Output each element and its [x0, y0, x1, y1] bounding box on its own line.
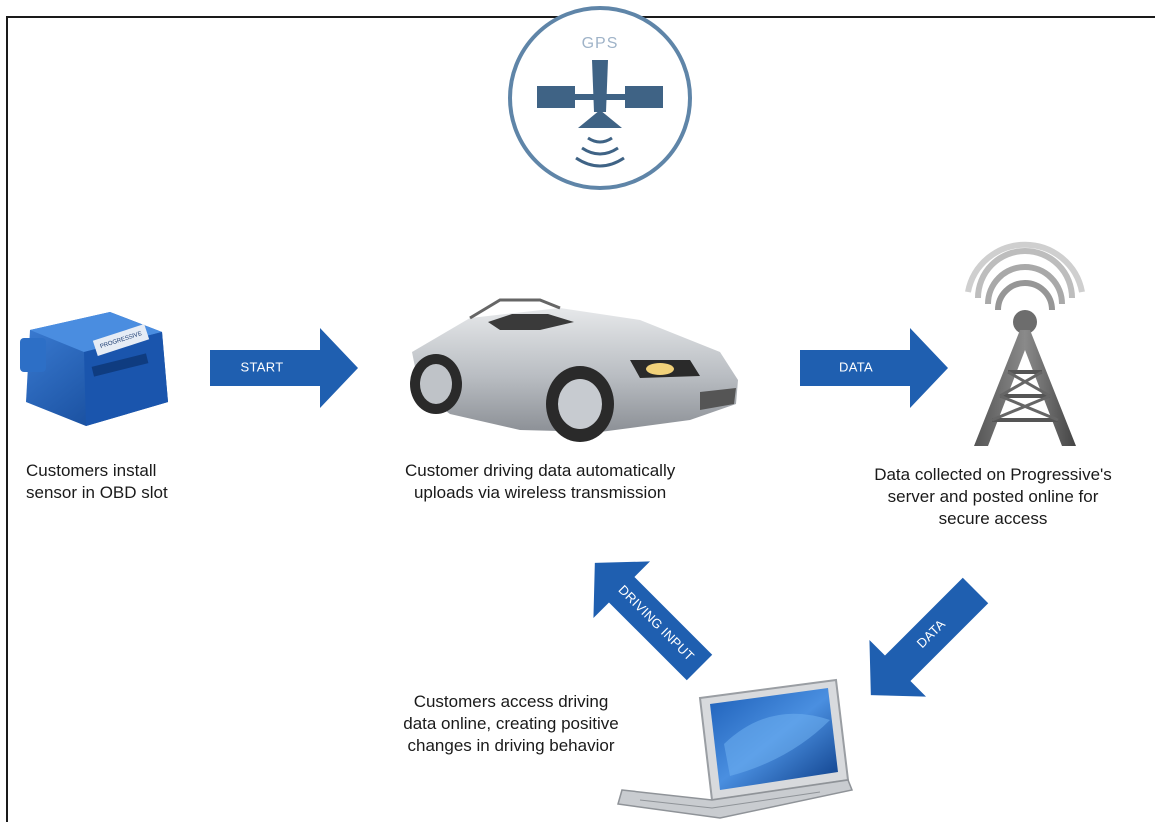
radio-tower-icon	[965, 241, 1085, 446]
data-arrow-right-label: DATA	[839, 359, 873, 374]
driving-input-arrow-label: DRIVING INPUT	[616, 582, 698, 664]
gps-satellite-icon: GPS	[508, 6, 692, 190]
data-arrow-right: DATA	[800, 328, 948, 408]
data-arrow-down-left: DATA	[869, 577, 989, 697]
start-arrow-label: START	[241, 359, 284, 374]
convertible-car-image	[410, 298, 738, 442]
gps-label: GPS	[582, 35, 619, 52]
laptop-image	[617, 678, 854, 819]
caption-server: Data collected on Progressive's server a…	[874, 465, 1112, 528]
driving-input-arrow: DRIVING INPUT	[593, 561, 713, 681]
obd-sensor-icon: PROGRESSIVE	[20, 312, 168, 426]
caption-car: Customer driving data automatically uplo…	[405, 461, 676, 502]
caption-sensor: Customers install sensor in OBD slot	[26, 461, 168, 502]
caption-online: Customers access driving data online, cr…	[403, 692, 619, 755]
start-arrow: START	[210, 328, 358, 408]
